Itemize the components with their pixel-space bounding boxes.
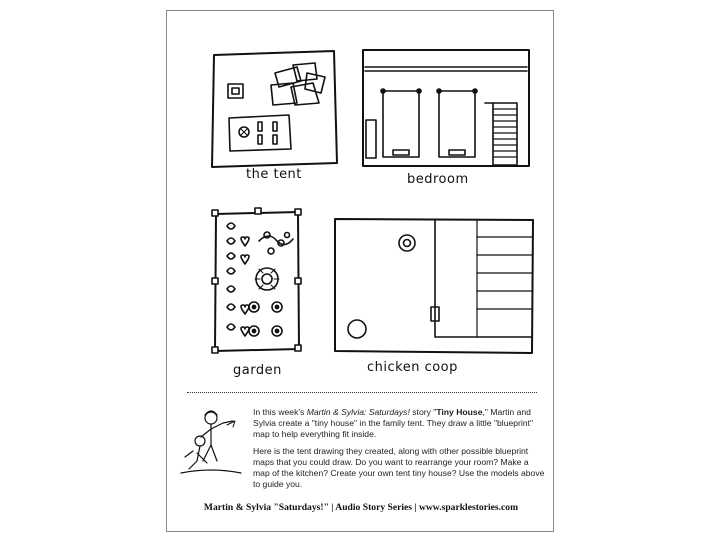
story-paragraph-1: In this week's Martin & Sylvia: Saturday…	[253, 407, 534, 439]
label-chicken-coop: chicken coop	[367, 360, 458, 375]
story-paragraph-2: Here is the tent drawing they created, a…	[253, 446, 545, 489]
label-bedroom: bedroom	[407, 172, 469, 187]
label-tent: the tent	[246, 167, 302, 182]
dotted-divider	[187, 392, 537, 393]
activity-sheet: the tent bedroom garden chicken coop In …	[166, 10, 554, 532]
label-garden: garden	[233, 363, 282, 378]
tent-blueprint	[211, 50, 338, 168]
children-illustration	[180, 410, 242, 474]
garden-blueprint	[211, 207, 302, 354]
footer-credit: Martin & Sylvia "Saturdays!" | Audio Sto…	[203, 502, 519, 513]
bedroom-blueprint	[362, 49, 530, 167]
blueprint-drawings	[180, 49, 534, 474]
chicken-coop-blueprint	[334, 218, 534, 354]
story-text: In this week's Martin & Sylvia: Saturday…	[253, 407, 545, 496]
